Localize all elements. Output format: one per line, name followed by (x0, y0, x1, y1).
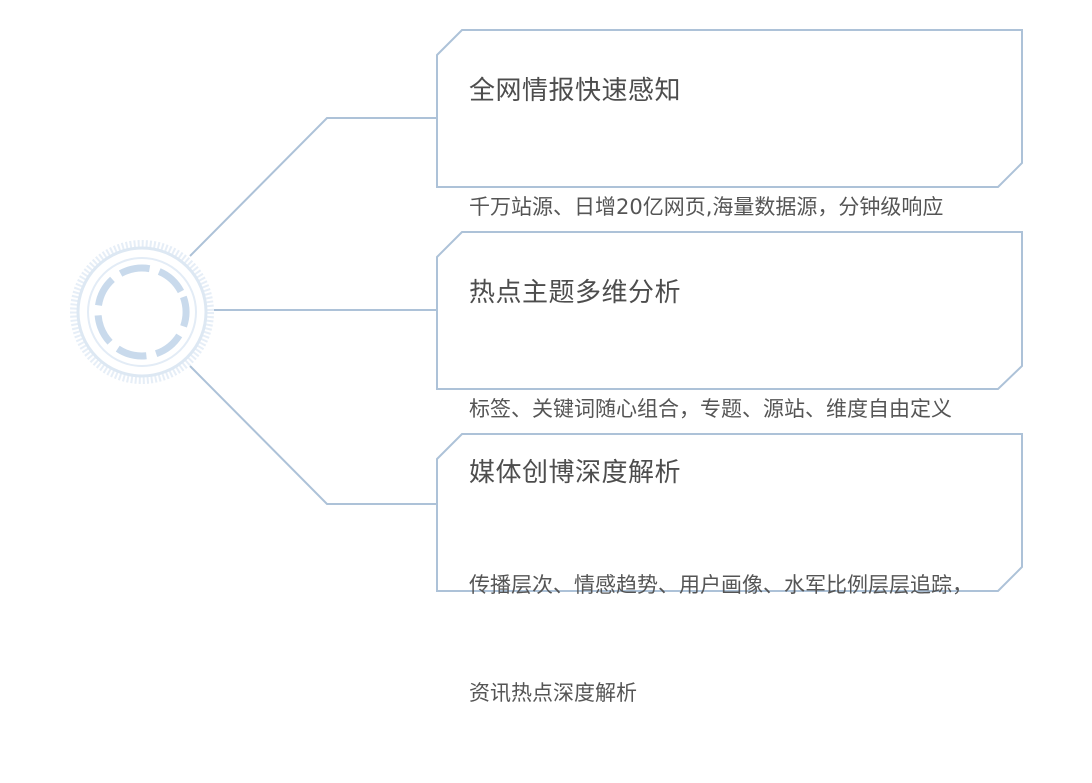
card-title: 全网情报快速感知 (469, 76, 682, 106)
diagram-canvas (70, 29, 1023, 592)
card-frame-1 (436, 29, 1023, 188)
card-description: 标签、关键词随心组合，专题、源站、维度自由定义 (469, 319, 1016, 499)
card-2: 热点主题多维分析 标签、关键词随心组合，专题、源站、维度自由定义 (442, 272, 1016, 499)
card-description-line: 标签、关键词随心组合，专题、源站、维度自由定义 (469, 397, 952, 421)
card-description: 千万站源、日增20亿网页,海量数据源，分钟级响应 (469, 117, 1016, 297)
connector-line-bottom (189, 365, 437, 505)
card-frame-2 (436, 231, 1023, 390)
dashed-ring-icon (70, 240, 214, 384)
card-description: 传播层次、情感趋势、用户画像、水军比例层层追踪， 资讯热点深度解析 (469, 495, 1016, 783)
card-title: 热点主题多维分析 (469, 278, 682, 308)
card-3: 媒体创博深度解析 传播层次、情感趋势、用户画像、水军比例层层追踪， 资讯热点深度… (442, 452, 1016, 783)
card-frame-3 (436, 433, 1023, 592)
card-description-line: 传播层次、情感趋势、用户画像、水军比例层层追踪， (469, 573, 973, 597)
card-description-line: 千万站源、日增20亿网页,海量数据源，分钟级响应 (469, 195, 944, 219)
connector-line-top (189, 117, 437, 257)
card-1: 全网情报快速感知 千万站源、日增20亿网页,海量数据源，分钟级响应 (442, 70, 1016, 297)
card-description-line: 资讯热点深度解析 (469, 681, 637, 705)
card-title: 媒体创博深度解析 (469, 458, 682, 488)
